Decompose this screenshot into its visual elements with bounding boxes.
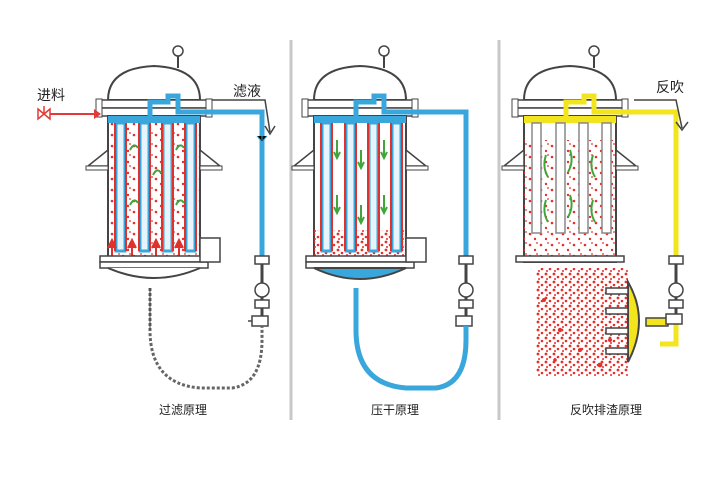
drain-pipe-blue <box>353 288 469 391</box>
valve-stack <box>455 255 474 327</box>
filter-candles <box>114 121 197 253</box>
label-feed: 进料 <box>37 88 65 104</box>
caption-squeeze-dry: 压干原理 <box>371 403 419 417</box>
panel-backflush: 反吹排渣原理 反吹 <box>501 45 689 417</box>
blowback-pipe <box>563 93 679 260</box>
filter-candles <box>531 122 612 234</box>
flow-green-arrows <box>543 149 596 223</box>
flow-green-arrows <box>333 140 388 226</box>
filtrate-pipe <box>353 93 469 260</box>
caption-backflush: 反吹排渣原理 <box>570 403 642 417</box>
drain-line <box>148 288 264 390</box>
blowback-direction-arrow <box>634 99 689 132</box>
vessel-dome <box>522 64 618 101</box>
filtrate-pipe <box>147 93 265 260</box>
vessel-dome <box>312 64 408 101</box>
pressure-gauge-icon <box>378 45 390 68</box>
pressure-gauge-icon <box>588 45 600 68</box>
flow-green-arrows <box>129 144 185 206</box>
vessel-dome <box>106 64 202 101</box>
panel-filtration: 过滤原理 进料 滤液 <box>37 45 276 417</box>
caption-filtration: 过滤原理 <box>159 403 207 417</box>
label-filtrate: 滤液 <box>233 84 261 100</box>
panel-squeeze-dry: 压干原理 <box>291 45 474 417</box>
filtrate-direction-arrow <box>212 99 276 136</box>
vessel-bottom-liquid <box>313 267 407 280</box>
label-blowback: 反吹 <box>656 80 684 96</box>
opened-bottom-head <box>627 278 640 363</box>
pressure-gauge-icon <box>172 45 184 68</box>
feed-valve-icon <box>37 106 51 121</box>
discharged-cake <box>536 268 628 376</box>
valve-stack <box>248 255 270 327</box>
valve-stack <box>665 255 684 325</box>
filter-candles <box>320 121 403 253</box>
